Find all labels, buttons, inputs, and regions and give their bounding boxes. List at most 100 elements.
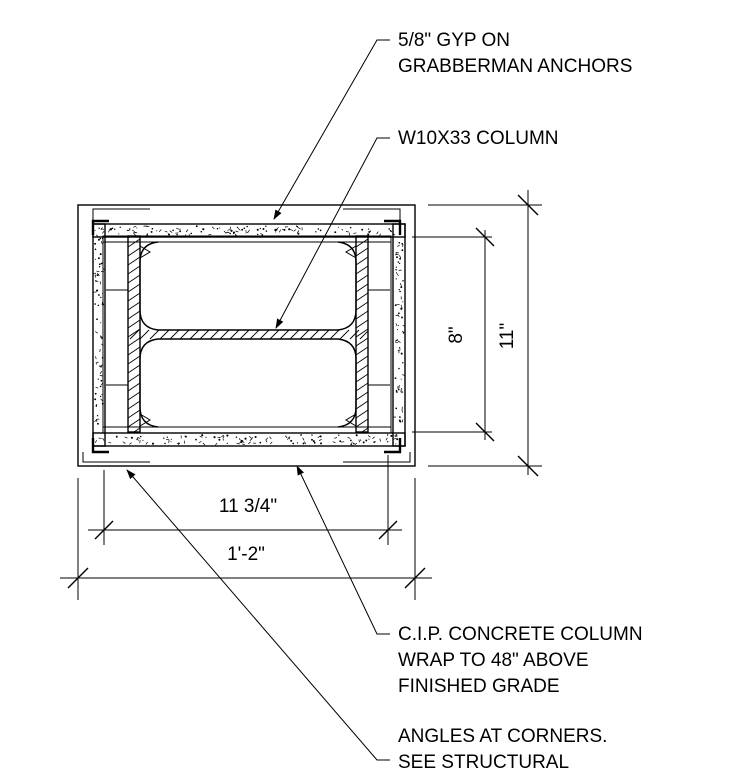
gypsum-speck	[235, 436, 238, 438]
gypsum-speck	[150, 230, 153, 233]
gypsum-speck	[97, 257, 100, 260]
gypsum-speck	[345, 231, 349, 233]
gypsum-speck	[176, 227, 180, 230]
steel-hatch-line	[349, 329, 360, 340]
gypsum-speck	[385, 437, 388, 441]
gypsum-speck	[133, 232, 136, 236]
gypsum-speck	[347, 436, 351, 439]
gypsum-speck	[285, 226, 287, 228]
steel-hatch-line	[179, 329, 190, 340]
gypsum-speck	[372, 436, 375, 440]
gypsum-speck	[311, 438, 313, 441]
gypsum-speck	[202, 442, 206, 446]
gypsum-speck	[402, 301, 404, 303]
steel-hatch-line	[128, 373, 141, 383]
gypsum-speck	[399, 255, 402, 259]
gypsum-speck	[302, 437, 305, 441]
gypsum-speck	[367, 233, 370, 236]
steel-hatch-line	[128, 274, 141, 284]
gypsum-speck	[151, 442, 155, 445]
gypsum-speck	[288, 228, 291, 231]
leader-lines	[126, 39, 390, 761]
gypsum-speck	[290, 229, 294, 231]
gypsum-texture	[93, 225, 406, 446]
steel-hatch-line	[355, 292, 368, 302]
gypsum-speck	[395, 434, 398, 436]
steel-hatch-line	[355, 256, 368, 266]
steel-hatch-line	[128, 355, 141, 365]
gypsum-speck	[100, 379, 103, 382]
gypsum-speck	[96, 270, 100, 273]
gypsum-speck	[318, 439, 322, 441]
gypsum-speck	[237, 228, 241, 231]
gypsum-speck	[218, 438, 221, 441]
gypsum-speck	[401, 419, 404, 423]
gypsum-speck	[260, 233, 264, 236]
steel-hatch-line	[133, 427, 141, 432]
gypsum-speck	[96, 274, 99, 276]
gypsum-speck	[395, 407, 398, 410]
steel-hatch-line	[355, 337, 368, 347]
gypsum-speck	[185, 234, 187, 236]
gypsum-speck	[376, 231, 379, 235]
gypsum-speck	[94, 303, 97, 305]
gypsum-speck	[166, 436, 168, 438]
steel-hatch-line	[289, 329, 300, 340]
gypsum-speck	[114, 228, 116, 230]
gypsum-speck	[142, 439, 144, 441]
gypsum-speck	[156, 230, 158, 232]
steel-hatch-line	[355, 418, 368, 428]
gypsum-speck	[95, 386, 99, 389]
gypsum-speck	[254, 435, 257, 439]
gypsum-speck	[136, 438, 140, 441]
gypsum-speck	[295, 225, 298, 227]
steel-hatch-line	[219, 329, 230, 340]
gypsum-speck	[202, 228, 205, 231]
gypsum-speck	[395, 443, 397, 445]
steel-hatch-line	[128, 346, 141, 356]
gypsum-speck	[98, 294, 100, 296]
gypsum-speck	[248, 441, 251, 445]
gypsum-speck	[397, 388, 400, 391]
gypsum-speck	[102, 230, 105, 234]
gypsum-speck	[126, 229, 130, 232]
steel-hatch-line	[355, 236, 360, 239]
gypsum-speck	[146, 225, 148, 227]
gypsum-speck	[396, 391, 398, 393]
gypsum-speck	[395, 389, 398, 392]
gypsum-speck	[379, 438, 381, 442]
steel-hatch-line	[355, 274, 368, 284]
gypsum-speck	[338, 226, 339, 228]
steel-hatch-line	[355, 301, 368, 311]
gypsum-speck	[395, 341, 399, 344]
gypsum-speck	[198, 441, 202, 444]
gypsum-speck	[302, 442, 305, 445]
gypsum-speck	[296, 442, 299, 444]
gypsum-speck	[94, 440, 97, 444]
gypsum-speck	[109, 228, 112, 231]
steel-hatch-line	[355, 310, 368, 320]
gypsum-speck	[139, 440, 141, 444]
gypsum-speck	[168, 233, 171, 236]
gypsum-speck	[95, 274, 97, 276]
gypsum-speck	[136, 227, 138, 229]
steel-hatch-line	[159, 329, 170, 340]
gypsum-speck	[399, 416, 401, 418]
gypsum-speck	[398, 312, 400, 315]
steel-hatch-line	[128, 301, 141, 311]
gypsum-speck	[350, 439, 352, 442]
steel-hatch-line	[355, 346, 368, 356]
steel-hatch-line	[355, 382, 368, 392]
gypsum-speck	[185, 435, 187, 438]
steel-hatch-line	[339, 329, 350, 340]
note-gyp-line2: GRABBERMAN ANCHORS	[398, 56, 632, 77]
note-cip-line1: C.I.P. CONCRETE COLUMN	[398, 624, 643, 645]
gypsum-speck	[286, 436, 288, 438]
gypsum-speck	[245, 230, 247, 232]
gypsum-speck	[211, 226, 215, 230]
gypsum-speck	[394, 377, 397, 379]
gypsum-speck	[245, 231, 249, 234]
gypsum-speck	[179, 228, 181, 230]
gypsum-speck	[361, 228, 364, 231]
gypsum-speck	[275, 231, 277, 233]
